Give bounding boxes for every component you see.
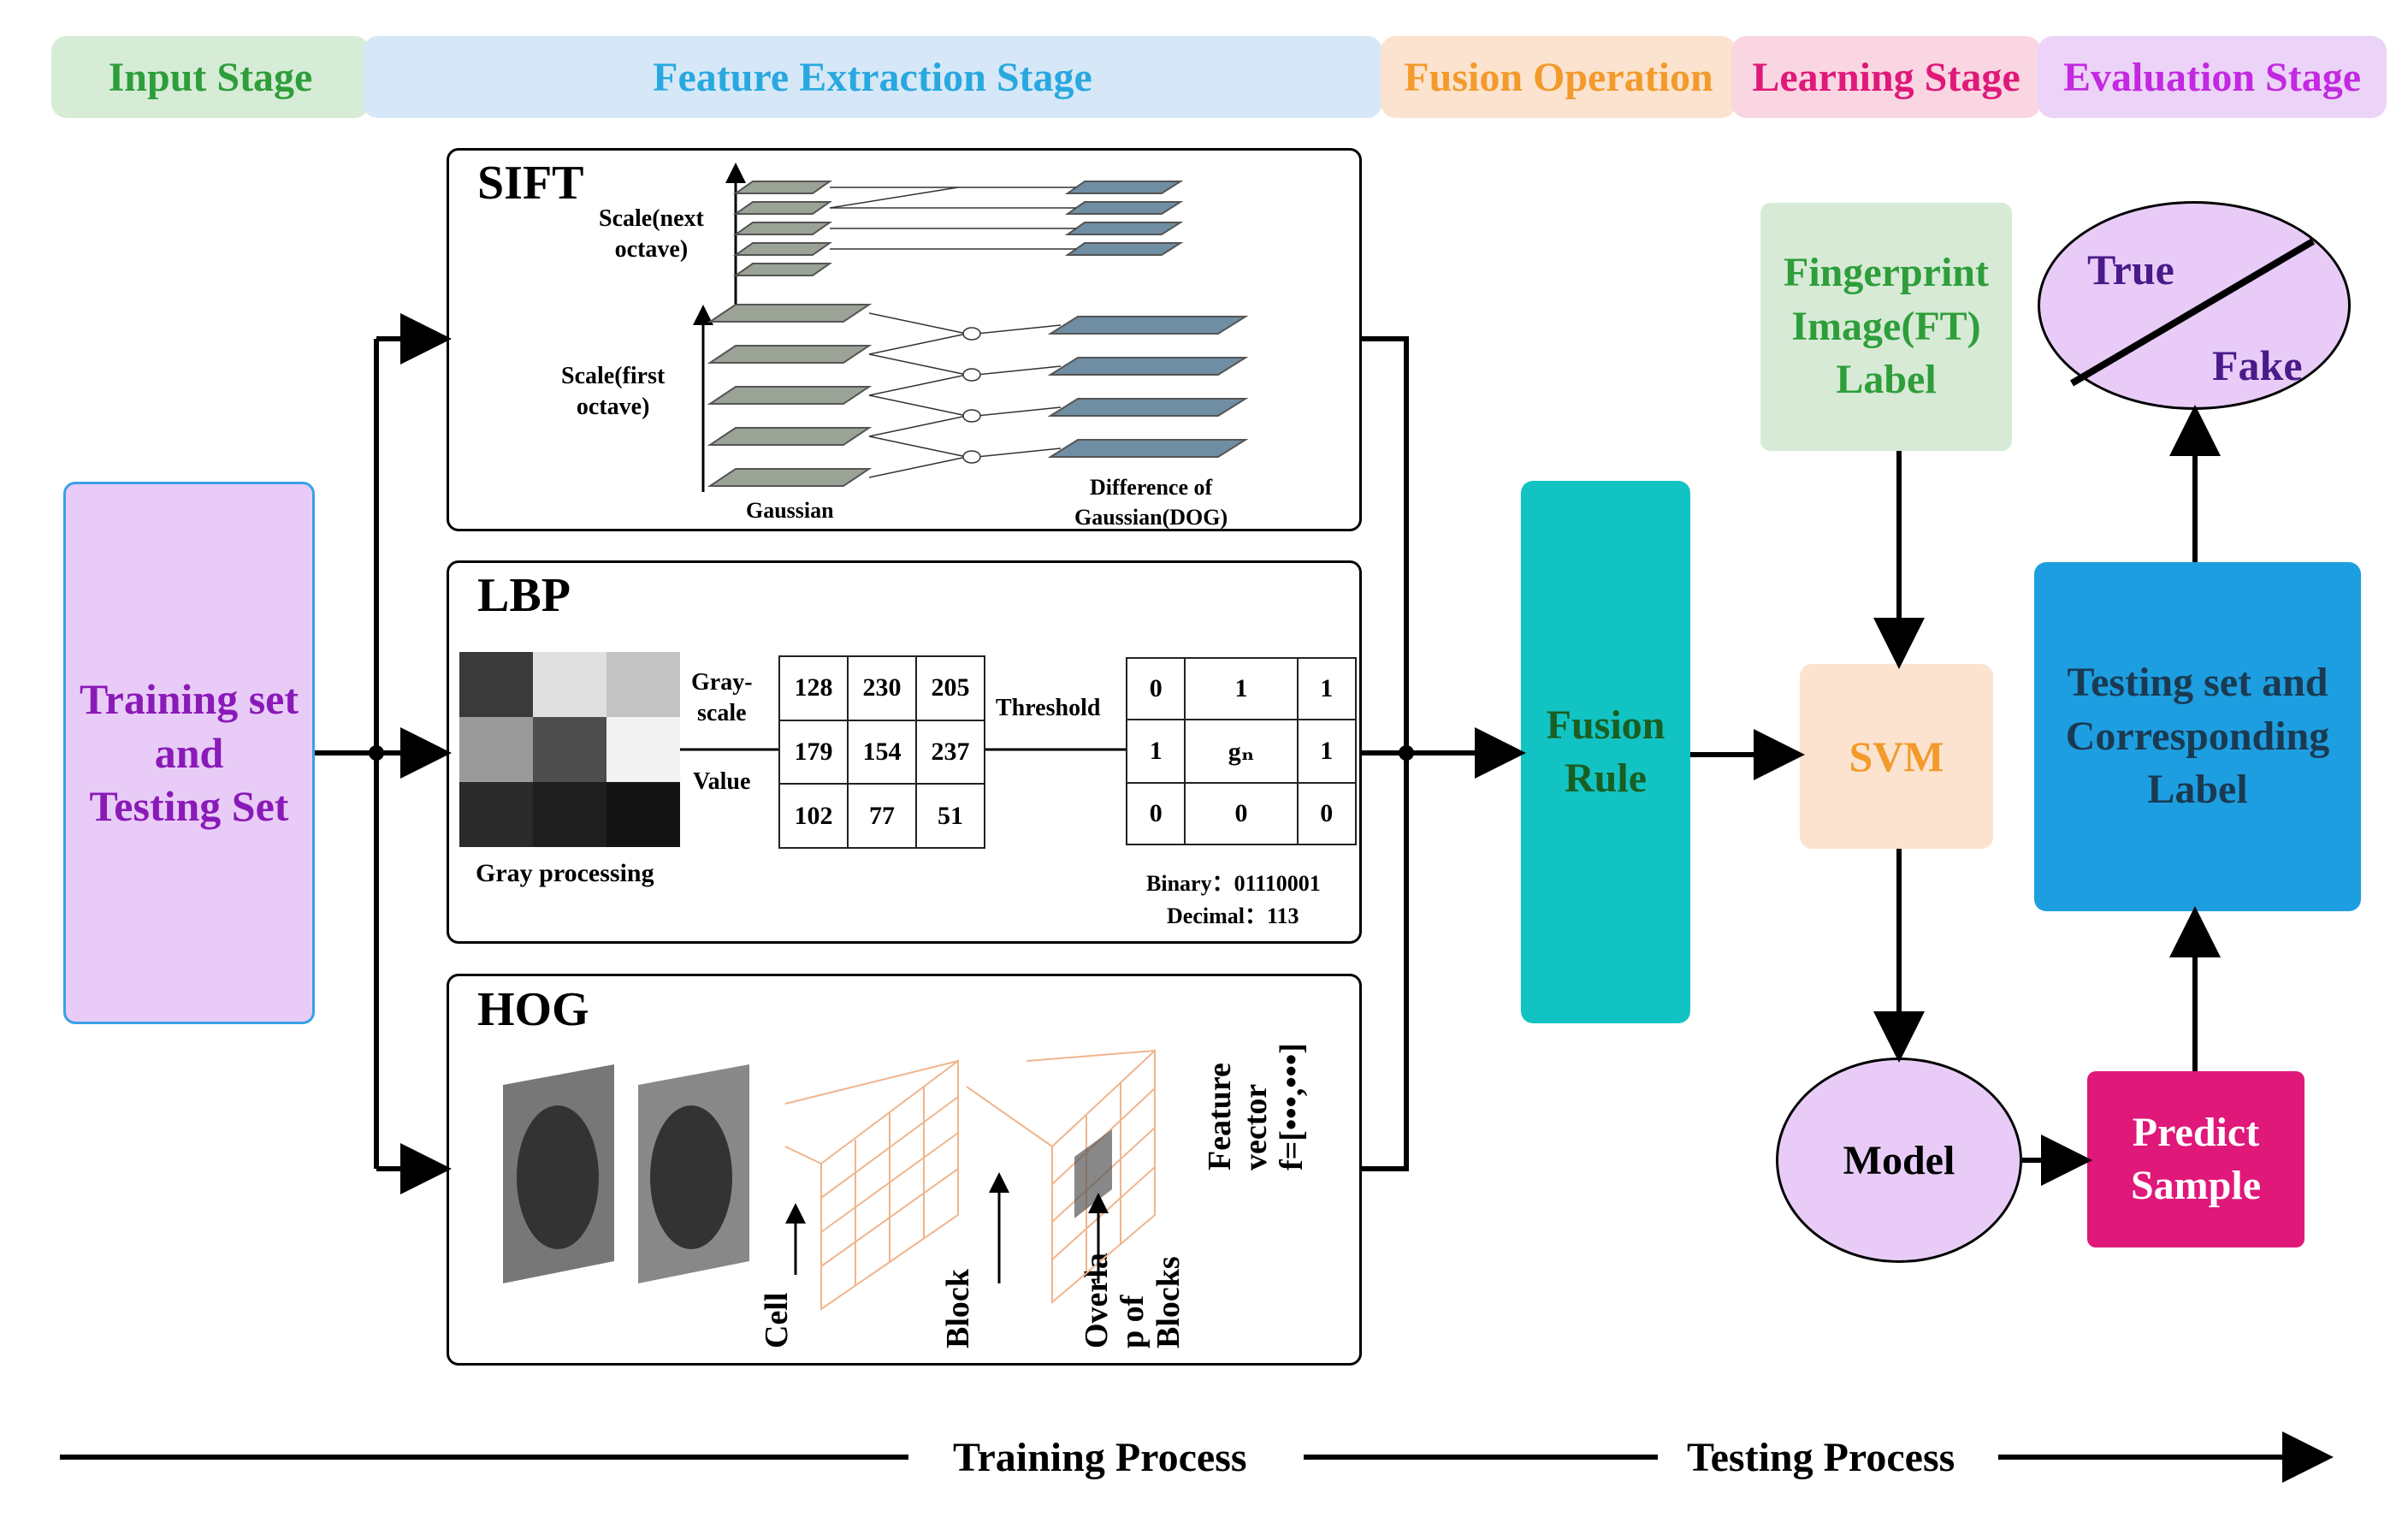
ft-label-box: Fingerprint Image(FT) Label [1760, 203, 2012, 451]
gray-image-cell [459, 717, 533, 782]
lbp-value-cell: 77 [847, 783, 917, 849]
lbp-decimal-label: Decimal：113 [1167, 904, 1299, 928]
gray-image-cell [533, 782, 606, 847]
predict-sample-box: Predict Sample [2087, 1071, 2304, 1247]
input-line-2: and [154, 728, 224, 777]
stage-learning: Learning Stage [1731, 36, 2041, 118]
stage-input: Input Stage [51, 36, 370, 118]
stage-evaluation: Evaluation Stage [2038, 36, 2387, 118]
lbp-gray-processing-label: Gray processing [476, 859, 654, 887]
lbp-value-cell: 154 [847, 719, 917, 785]
lbp-binary-cell: 0 [1184, 782, 1299, 845]
input-line-1: Training set [79, 675, 299, 724]
sift-pyramid-drawing [693, 163, 1249, 492]
predict-line-1: Predict [2132, 1109, 2260, 1155]
fusion-junction-dot [1399, 745, 1414, 761]
lbp-binary-cell: 0 [1296, 782, 1358, 845]
lbp-value-cell: 128 [778, 655, 849, 721]
input-junction-dot [369, 745, 384, 761]
testing-line-2: Corresponding [2065, 713, 2330, 759]
ft-line-2: Image(FT) [1791, 303, 1981, 349]
lbp-binary-cell: 0 [1125, 657, 1186, 720]
lbp-binary-cell: 1 [1296, 719, 1358, 784]
testing-line-1: Testing set and [2067, 660, 2328, 706]
lbp-binary-cell: gₙ [1184, 719, 1299, 784]
lbp-value-label: Value [693, 768, 751, 795]
sift-panel [447, 148, 1362, 531]
testing-set-box: Testing set and Corresponding Label [2034, 562, 2361, 911]
lbp-binary-cell: 1 [1125, 719, 1186, 784]
input-box: Training set and Testing Set [63, 482, 315, 1024]
result-divider [2069, 238, 2316, 387]
svm-box: SVM [1800, 664, 1993, 849]
ft-line-1: Fingerprint [1784, 250, 1989, 296]
sift-title: SIFT [477, 157, 584, 210]
lbp-binary-label: Binary：01110001 [1146, 871, 1321, 896]
gray-image-cell [533, 717, 606, 782]
fusion-line-2: Rule [1565, 756, 1647, 801]
lbp-binary-cell: 1 [1184, 657, 1299, 720]
testing-process-label: Testing Process [1687, 1435, 1955, 1480]
gray-image-cell [459, 652, 533, 717]
fusion-rule-box: Fusion Rule [1521, 481, 1690, 1023]
gray-image-cell [606, 717, 680, 782]
lbp-binary-cell: 0 [1125, 782, 1186, 845]
input-line-3: Testing Set [89, 782, 289, 831]
stage-fusion-operation: Fusion Operation [1381, 36, 1736, 118]
gray-image-cell [459, 782, 533, 847]
lbp-value-cell: 51 [915, 783, 985, 849]
training-process-label: Training Process [953, 1435, 1247, 1480]
predict-line-2: Sample [2130, 1163, 2261, 1208]
lbp-grayscale-label: Gray-scale [691, 669, 753, 727]
lbp-value-cell: 237 [915, 719, 985, 785]
ft-line-3: Label [1836, 357, 1937, 403]
lbp-value-cell: 179 [778, 719, 849, 785]
stage-feature-extraction: Feature Extraction Stage [363, 36, 1382, 118]
lbp-threshold-label: Threshold [996, 695, 1101, 721]
gray-image-cell [606, 652, 680, 717]
result-fake-label: Fake [2212, 341, 2303, 389]
testing-line-3: Label [2147, 767, 2248, 813]
lbp-binary-cell: 1 [1296, 657, 1358, 720]
sift-gaussian-label: Gaussian [746, 498, 834, 523]
lbp-value-cell: 102 [778, 783, 849, 849]
panels-to-fusion-connector [1360, 336, 1526, 1171]
hog-fingerprint-drawing [503, 1048, 1156, 1311]
result-true-label: True [2087, 246, 2174, 293]
lbp-value-cell: 205 [915, 655, 985, 721]
lbp-gray-image [459, 652, 680, 847]
gray-image-cell [606, 782, 680, 847]
gray-image-cell [533, 652, 606, 717]
fusion-line-1: Fusion [1546, 702, 1665, 748]
lbp-value-cell: 230 [847, 655, 917, 721]
hog-title: HOG [477, 983, 589, 1036]
model-node: Model [1776, 1058, 2022, 1263]
lbp-title: LBP [477, 569, 571, 622]
